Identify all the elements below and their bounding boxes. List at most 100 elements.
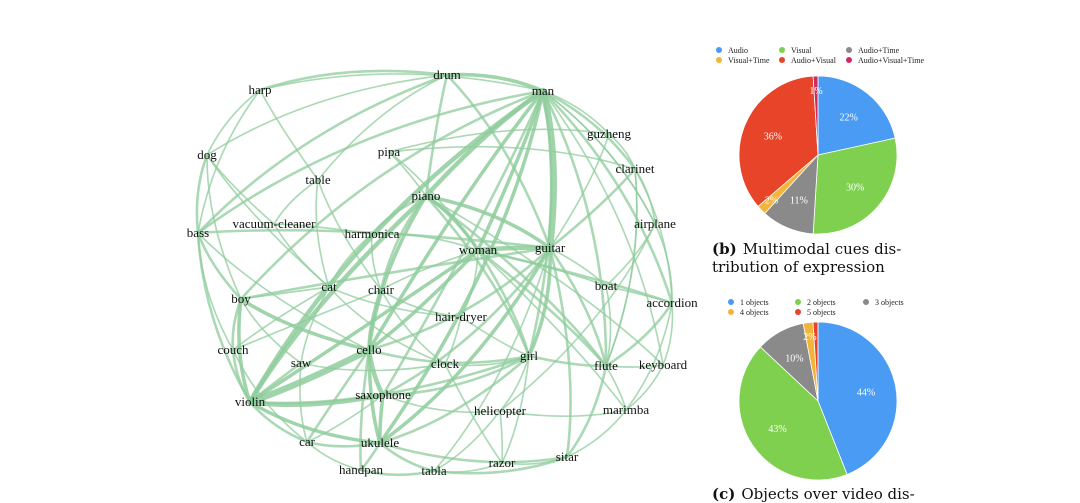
network-edge: [565, 364, 608, 459]
network-edge: [305, 440, 382, 448]
network-node-helicopter: helicopter: [474, 403, 527, 418]
network-edge: [424, 194, 531, 358]
network-edge: [259, 73, 544, 92]
network-edge: [548, 246, 572, 459]
pie-slice-label: 22%: [840, 112, 858, 123]
network-node-handpan: handpan: [339, 462, 384, 477]
network-edge: [654, 223, 673, 304]
network-edge: [248, 361, 303, 404]
network-edge: [425, 195, 664, 366]
network-edge: [197, 89, 261, 234]
network-edge: [381, 354, 531, 397]
pie-slice: [817, 75, 896, 156]
pie-slice: [812, 75, 819, 156]
network-node-violin: violin: [235, 394, 266, 409]
network-node-cello: cello: [356, 342, 381, 357]
network-node-harp: harp: [248, 82, 271, 97]
network-edge: [382, 394, 501, 414]
network-node-table: table: [305, 172, 330, 187]
network-edge: [317, 74, 448, 181]
network-node-tabla: tabla: [421, 463, 446, 478]
network-edge: [299, 362, 308, 443]
network-edge: [328, 233, 373, 288]
network-node-couch: couch: [217, 342, 249, 357]
network-edge: [388, 151, 479, 251]
network-edge: [542, 90, 664, 366]
pie-slice-label: 2%: [765, 196, 778, 207]
network-edge: [306, 394, 384, 443]
network-edge: [315, 179, 330, 288]
pie-slice-label: 36%: [764, 131, 782, 142]
network-edge: [248, 248, 480, 404]
pie-c-slice-labels: 44%43%10%2%: [768, 332, 875, 435]
network-node-flute: flute: [594, 358, 618, 373]
network-edge: [548, 246, 608, 368]
network-edge: [444, 363, 503, 464]
network-edge: [541, 89, 608, 368]
network-edge: [367, 246, 552, 352]
network-edge: [605, 365, 627, 411]
network-edge: [371, 232, 479, 251]
network-edge: [300, 362, 446, 372]
network-edge: [247, 193, 429, 405]
legend-swatch: [846, 57, 852, 63]
network-edge: [548, 167, 637, 250]
network-edge: [501, 355, 530, 464]
network-edge: [196, 231, 252, 404]
network-node-saw: saw: [291, 355, 312, 370]
pie-b-slice-labels: 22%30%11%2%36%1%: [764, 86, 865, 207]
pie-slice-label: 30%: [846, 182, 864, 193]
network-edge: [367, 348, 382, 445]
pie-c-caption: (c) Objects over video dis-: [712, 485, 915, 503]
network-edge: [359, 441, 382, 472]
network-edge: [476, 248, 531, 358]
network-edge: [499, 355, 530, 412]
pie-slice-label: 1%: [809, 86, 822, 97]
legend-label: Audio: [728, 46, 748, 55]
network-edge: [378, 354, 531, 445]
pie-b-caption: (b)Multimodal cues dis- tribution of exp…: [712, 240, 901, 276]
network-edge: [196, 73, 449, 235]
network-edge: [359, 348, 371, 472]
network-node-sitar: sitar: [556, 449, 579, 464]
pie-c-caption-label: (c): [712, 485, 736, 503]
network-edge: [527, 354, 608, 368]
network-edge: [662, 302, 674, 366]
network-node-vacuum-cleaner: vacuum-cleaner: [232, 216, 316, 231]
network-edge: [542, 90, 610, 135]
network-edge: [370, 233, 382, 291]
network-edge: [625, 364, 664, 411]
network-edge: [445, 72, 545, 93]
legend-label: 3 objects: [875, 298, 904, 307]
legend-label: Audio+Visual+Time: [858, 56, 924, 65]
network-edge: [246, 346, 373, 406]
network-node-accordion: accordion: [646, 295, 698, 310]
network-edge: [359, 468, 436, 477]
network-edge: [445, 73, 552, 250]
network-edges: [195, 69, 674, 477]
network-edge: [433, 462, 503, 473]
network-edge: [370, 194, 428, 236]
network-node-keyboard: keyboard: [639, 357, 688, 372]
pie-c-slices: [738, 321, 898, 481]
network-edge: [232, 286, 330, 351]
legend-label: 4 objects: [740, 308, 769, 317]
network-edge: [231, 297, 243, 352]
network-edge: [476, 248, 608, 368]
network-edge: [605, 168, 638, 367]
network-edge: [248, 400, 309, 444]
network-edge: [388, 145, 636, 170]
network-edge: [527, 89, 553, 358]
legend-label: Visual+Time: [728, 56, 770, 65]
network-edge: [273, 223, 330, 288]
network-edge: [444, 316, 462, 365]
legend-label: 1 objects: [740, 298, 769, 307]
pie-slice-label: 2%: [803, 332, 816, 343]
network-edge: [273, 223, 373, 235]
legend-swatch: [863, 299, 869, 305]
pie-c-caption-line-1: Objects over video dis-: [741, 485, 915, 503]
